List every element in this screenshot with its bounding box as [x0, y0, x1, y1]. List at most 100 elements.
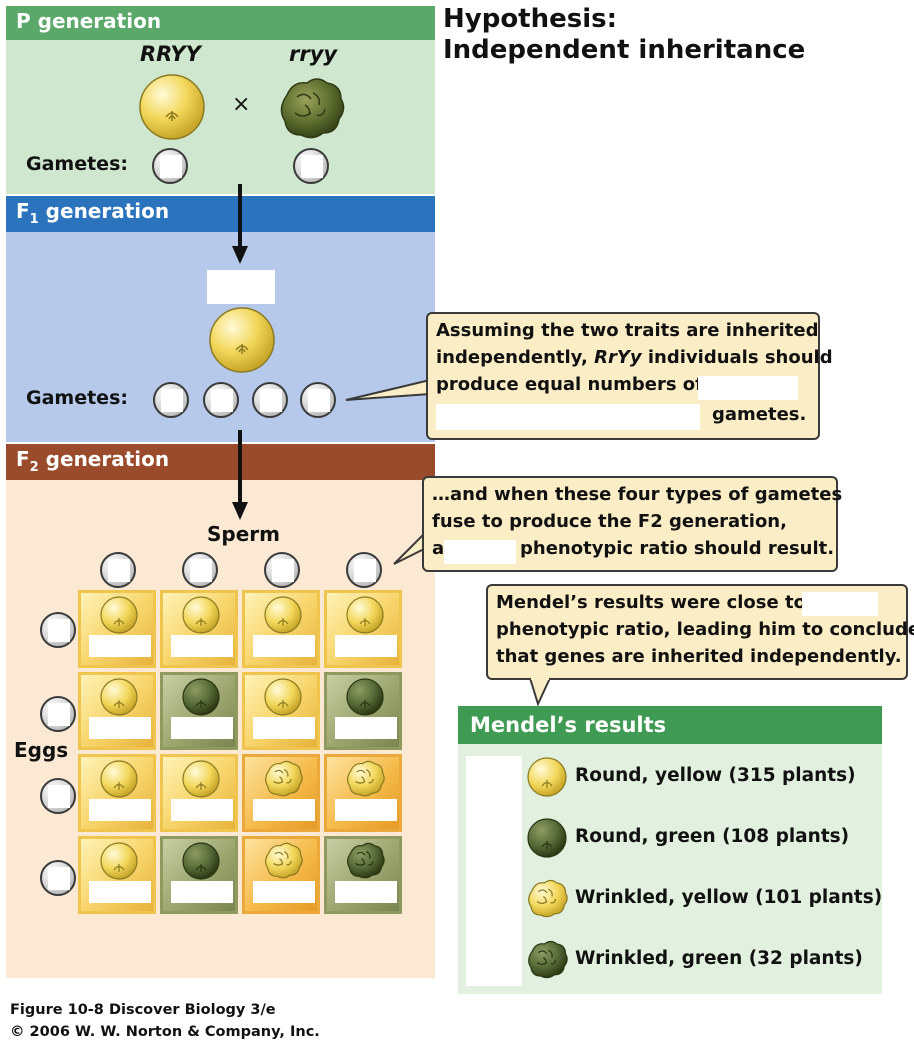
punnett-cell: [160, 754, 238, 832]
wrinkled-yellow-pea-icon: [263, 841, 303, 885]
result-label: Wrinkled, green (32 plants): [575, 948, 863, 969]
callout-mendel-line-1: Mendel’s results were close to a: [496, 592, 825, 613]
round-yellow-pea-icon: [99, 841, 139, 885]
callout-fuse-line-2: fuse to produce the F2 generation,: [432, 511, 787, 532]
punnett-cell-genotype-blank: [335, 635, 397, 657]
result-label: Round, yellow (315 plants): [575, 765, 856, 786]
round-yellow-pea-icon: [99, 677, 139, 721]
round-yellow-pea-icon: [181, 595, 221, 639]
result-label: Round, green (108 plants): [575, 826, 850, 847]
f1-round-yellow-pea-icon: [209, 307, 275, 373]
copyright: © 2006 W. W. Norton & Company, Inc.: [10, 1024, 320, 1040]
eggs-label: Eggs: [14, 738, 69, 762]
callout-independent-blank-2: [436, 404, 700, 430]
punnett-cell: [160, 672, 238, 750]
callout-independent-blank-1: [698, 376, 798, 400]
p-gamete-left: [152, 148, 188, 184]
hypothesis-title: Hypothesis: Independent inheritance: [443, 4, 805, 66]
callout-independent-line-2: independently, RrYy individuals should: [436, 347, 833, 368]
f1-gametes-label: Gametes:: [26, 387, 128, 409]
f2-generation-header: F2 generation: [6, 444, 435, 480]
punnett-cell: [324, 754, 402, 832]
punnett-cell: [242, 754, 320, 832]
round-yellow-pea-icon: [263, 595, 303, 639]
round-green-pea-icon: [345, 677, 385, 721]
punnett-cell-genotype-blank: [253, 881, 315, 903]
callout-fuse-line-3-post: phenotypic ratio should result.: [520, 538, 835, 559]
f1-gamete-4: [300, 382, 336, 418]
punnett-cell: [242, 672, 320, 750]
egg-gamete-2: [40, 696, 76, 732]
sperm-gamete-3: [264, 552, 300, 588]
p-gamete-right: [293, 148, 329, 184]
punnett-cell: [324, 672, 402, 750]
punnett-cell: [78, 754, 156, 832]
callout-pointer-1: [345, 379, 431, 401]
punnett-cell-genotype-blank: [89, 717, 151, 739]
title-line-2: Independent inheritance: [443, 35, 806, 65]
punnett-cell-genotype-blank: [171, 881, 233, 903]
punnett-cell: [78, 672, 156, 750]
punnett-cell: [78, 836, 156, 914]
cross-symbol: ×: [232, 92, 251, 117]
callout-fuse: …and when these four types of gametes fu…: [422, 476, 842, 572]
round-yellow-pea-icon: [99, 759, 139, 803]
punnett-cell-genotype-blank: [171, 799, 233, 821]
punnett-cell: [324, 836, 402, 914]
callout-independent: Assuming the two traits are inherited in…: [426, 312, 833, 440]
punnett-cell-genotype-blank: [253, 799, 315, 821]
sperm-gamete-2: [182, 552, 218, 588]
f1-genotype-blank: [207, 270, 275, 304]
callout-mendel-blank: [802, 592, 878, 616]
callout-fuse-blank: [444, 540, 516, 564]
callout-fuse-line-3-pre: a: [432, 538, 445, 559]
sperm-gamete-1: [100, 552, 136, 588]
punnett-cell: [78, 590, 156, 668]
p-generation-header: P generation: [6, 6, 435, 40]
punnett-cell-genotype-blank: [335, 799, 397, 821]
sperm-label: Sperm: [207, 522, 280, 546]
f1-gamete-2: [203, 382, 239, 418]
punnett-cell-genotype-blank: [253, 635, 315, 657]
punnett-cell-genotype-blank: [253, 717, 315, 739]
punnett-cell: [242, 590, 320, 668]
arrow-f1-to-f2: [232, 430, 248, 520]
round-green-pea-icon: [181, 841, 221, 885]
results-left-blank: [466, 756, 522, 986]
f1-gamete-3: [252, 382, 288, 418]
punnett-cell: [160, 590, 238, 668]
result-label: Wrinkled, yellow (101 plants): [575, 887, 883, 908]
callout-mendel-line-2: phenotypic ratio, leading him to conclud…: [496, 619, 914, 640]
round-green-pea-icon: [526, 817, 568, 863]
punnett-cell: [242, 836, 320, 914]
title-line-1: Hypothesis:: [443, 4, 618, 34]
callout-independent-line-4: gametes.: [712, 404, 807, 425]
punnett-cell-genotype-blank: [171, 717, 233, 739]
figure-caption: Figure 10-8 Discover Biology 3/e: [10, 1002, 276, 1018]
egg-gamete-4: [40, 860, 76, 896]
round-yellow-pea-icon: [181, 759, 221, 803]
punnett-cell-genotype-blank: [171, 635, 233, 657]
wrinkled-green-pea-icon: [280, 78, 345, 139]
wrinkled-yellow-pea-icon: [345, 759, 385, 803]
callout-mendel: Mendel’s results were close to a phenoty…: [486, 584, 914, 680]
callout-mendel-line-3: that genes are inherited independently.: [496, 646, 902, 667]
wrinkled-green-pea-icon: [526, 939, 568, 985]
round-green-pea-icon: [181, 677, 221, 721]
callout-independent-line-3: produce equal numbers of: [436, 374, 703, 395]
egg-gamete-1: [40, 612, 76, 648]
punnett-cell-genotype-blank: [335, 881, 397, 903]
callout-independent-line-1: Assuming the two traits are inherited: [436, 320, 819, 341]
callout-pointer-2: [393, 531, 427, 565]
f1-generation-header: F1 generation: [6, 196, 435, 232]
results-header: Mendel’s results: [458, 706, 882, 744]
sperm-gamete-4: [346, 552, 382, 588]
round-yellow-pea-icon: [526, 756, 568, 802]
results-band: [458, 744, 882, 994]
round-yellow-pea-icon: [263, 677, 303, 721]
wrinkled-yellow-pea-icon: [526, 878, 568, 924]
parent-left-genotype: RRYY: [140, 42, 201, 66]
round-yellow-pea-icon: [345, 595, 385, 639]
round-yellow-pea-icon: [139, 74, 205, 140]
arrow-p-to-f1: [232, 184, 248, 264]
